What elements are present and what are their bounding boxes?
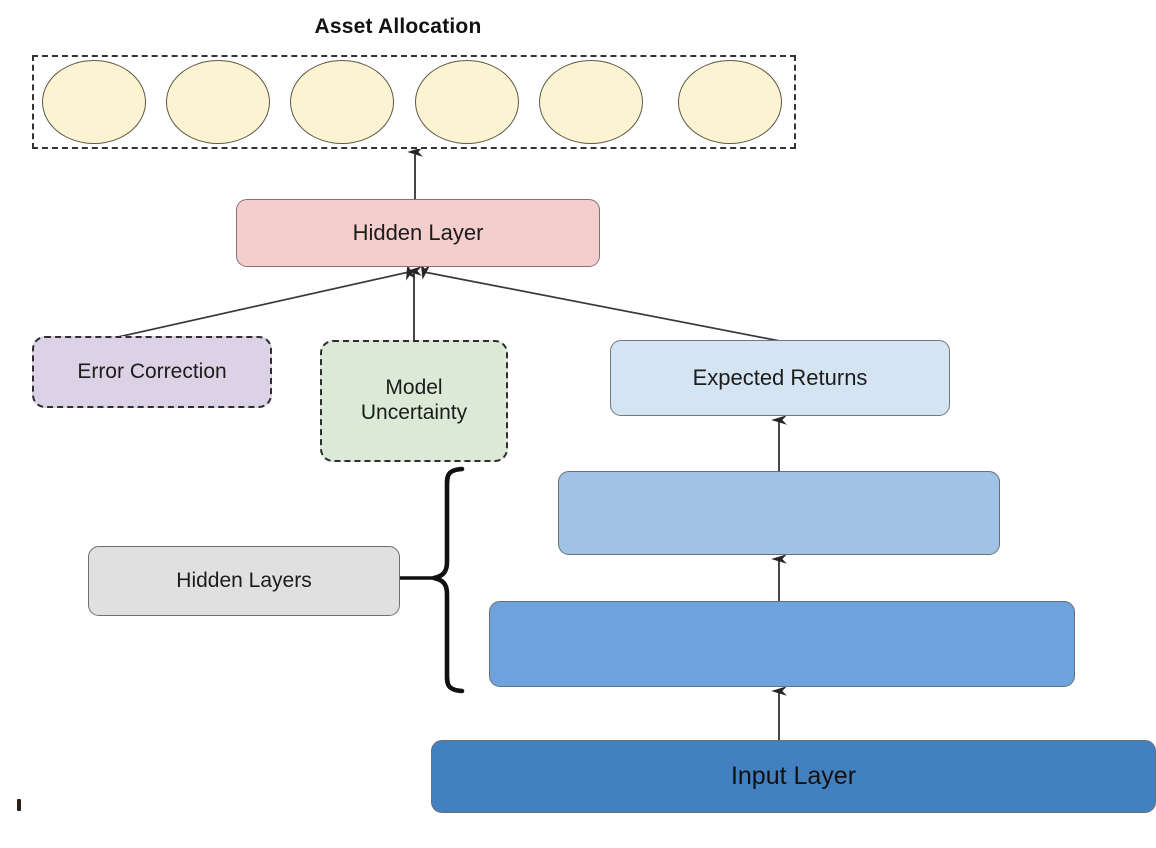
hidden-layers-brace	[431, 466, 465, 694]
node-hidden-dense-2[interactable]	[558, 471, 1000, 555]
node-model-uncertainty-label: Model Uncertainty	[361, 376, 467, 426]
stray-mark	[17, 799, 21, 811]
node-error-correction[interactable]: Error Correction	[32, 336, 272, 408]
edge-error-correction-to-hidden-layer	[117, 264, 416, 338]
asset-unit-1[interactable]	[42, 60, 146, 144]
asset-unit-6[interactable]	[678, 60, 782, 144]
node-hidden-layer[interactable]: Hidden Layer	[236, 199, 600, 267]
asset-unit-2[interactable]	[166, 60, 270, 144]
node-expected-returns[interactable]: Expected Returns	[610, 340, 950, 416]
node-model-uncertainty-label-line1: Model	[385, 376, 443, 400]
node-expected-returns-label: Expected Returns	[692, 365, 868, 391]
node-error-correction-label: Error Correction	[77, 359, 227, 383]
asset-unit-4[interactable]	[415, 60, 519, 144]
node-model-uncertainty-label-line2: Uncertainty	[360, 401, 468, 424]
node-input-layer-label: Input Layer	[730, 761, 857, 790]
asset-unit-3[interactable]	[290, 60, 394, 144]
node-hidden-dense-1[interactable]	[489, 601, 1075, 687]
node-hidden-layer-label: Hidden Layer	[352, 220, 484, 246]
page-title: Asset Allocation	[314, 15, 482, 38]
asset-allocation-output-group	[32, 55, 796, 149]
node-hidden-layers-label[interactable]: Hidden Layers	[88, 546, 400, 616]
edge-expected-returns-to-hidden-layer	[420, 263, 781, 342]
asset-unit-5[interactable]	[539, 60, 643, 144]
node-hidden-layers-label-text: Hidden Layers	[176, 568, 312, 592]
node-input-layer[interactable]: Input Layer	[431, 740, 1156, 813]
node-model-uncertainty[interactable]: Model Uncertainty	[320, 340, 508, 462]
